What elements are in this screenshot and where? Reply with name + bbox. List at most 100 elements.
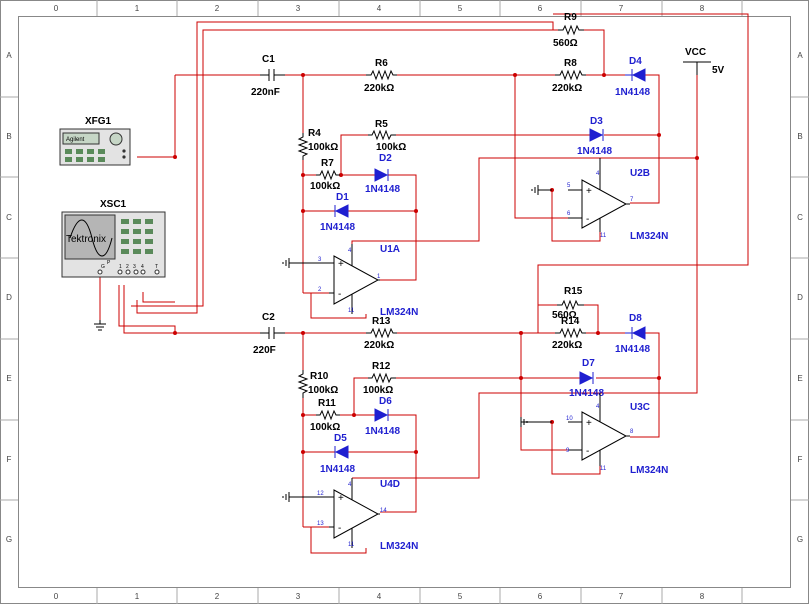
row-label-right: G [797, 535, 803, 544]
u2b-pin: 7 [630, 197, 634, 203]
col-label-top: 7 [619, 4, 624, 13]
opamp-u4d[interactable]: + - 4 12 13 14 11 U4D LM324N [310, 478, 418, 552]
xfg1-label: XFG1 [85, 116, 112, 127]
u1a-pin: 11 [348, 308, 355, 314]
resistor-r4[interactable]: R4 100kΩ [297, 128, 338, 160]
r7-ref: R7 [321, 158, 334, 169]
r4-value: 100kΩ [308, 142, 338, 153]
diode-d3[interactable]: D3 1N4148 [577, 116, 612, 157]
u2b-pin: 6 [567, 211, 571, 217]
row-label-left: G [6, 535, 12, 544]
opamp-u1a[interactable]: + - 4 3 2 1 11 U1A LM324N [310, 244, 418, 318]
d1-part: 1N4148 [320, 222, 355, 233]
u2b-part: LM324N [630, 231, 668, 242]
resistor-r7[interactable]: R7 100kΩ [310, 158, 340, 192]
c1-ref: C1 [262, 54, 275, 65]
col-label-bottom: 8 [700, 592, 705, 601]
diode-d5[interactable]: D5 1N4148 [320, 433, 355, 475]
diode-d2[interactable]: D2 1N4148 [365, 153, 400, 195]
col-label-top: 5 [458, 4, 463, 13]
u2b-pin: 5 [567, 183, 571, 189]
xsc1-pin-label: G [101, 264, 105, 270]
r10-value: 100kΩ [308, 385, 338, 396]
xsc1-pin-label: 1 [119, 264, 122, 270]
row-label-right: B [797, 132, 802, 141]
d6-part: 1N4148 [365, 426, 400, 437]
resistor-r9[interactable]: R9 560Ω [553, 12, 584, 49]
d5-part: 1N4148 [320, 464, 355, 475]
col-label-bottom: 6 [538, 592, 543, 601]
col-label-top: 2 [215, 4, 220, 13]
row-label-left: F [7, 455, 12, 464]
junction-dots [173, 73, 699, 454]
diode-d6[interactable]: D6 1N4148 [365, 396, 400, 437]
row-label-left: B [6, 132, 11, 141]
r5-ref: R5 [375, 119, 388, 130]
xsc1-label: XSC1 [100, 199, 127, 210]
u3c-pin: 10 [566, 416, 573, 422]
u4d-pin: 11 [348, 542, 355, 548]
u2b-plus: + [586, 186, 592, 197]
diode-d1[interactable]: D1 1N4148 [320, 192, 355, 233]
u1a-pin: 2 [318, 287, 322, 293]
u1a-minus: - [338, 289, 341, 300]
u4d-pin: 13 [317, 521, 324, 527]
col-label-top: 6 [538, 4, 543, 13]
ground-symbol [531, 185, 552, 195]
u4d-pin: 12 [317, 491, 324, 497]
resistor-r14[interactable]: R14 220kΩ [552, 316, 586, 351]
d3-ref: D3 [590, 116, 603, 127]
resistor-r15[interactable]: R15 560Ω [552, 286, 584, 321]
resistor-r8[interactable]: R8 220kΩ [552, 58, 586, 94]
col-label-bottom: 5 [458, 592, 463, 601]
row-label-left: C [6, 213, 12, 222]
diode-d8[interactable]: D8 1N4148 [615, 313, 650, 355]
vcc-supply[interactable]: VCC 5V [683, 47, 725, 76]
function-generator-xfg1[interactable]: XFG1 Agilent [59, 116, 131, 166]
u2b-minus: - [586, 214, 589, 225]
d8-ref: D8 [629, 313, 642, 324]
col-label-bottom: 3 [296, 592, 301, 601]
c2-ref: C2 [262, 312, 275, 323]
u3c-pin: 4 [596, 404, 600, 410]
capacitor-c2[interactable]: C2 220F [253, 312, 285, 356]
sheet-inner-border [18, 16, 791, 588]
opamp-u2b[interactable]: + - 4 5 6 7 11 U2B LM324N [567, 158, 668, 242]
resistor-r11[interactable]: R11 100kΩ [310, 398, 340, 433]
opamp-u3c[interactable]: + - 4 10 9 8 11 U3C LM324N [566, 393, 668, 476]
row-label-right: C [797, 213, 803, 222]
u1a-pin: 4 [348, 248, 352, 254]
r13-ref: R13 [372, 316, 391, 327]
r8-value: 220kΩ [552, 83, 582, 94]
d6-ref: D6 [379, 396, 392, 407]
diode-d7[interactable]: D7 1N4148 [569, 358, 604, 399]
u4d-pin: 14 [380, 508, 387, 514]
r6-value: 220kΩ [364, 83, 394, 94]
r14-ref: R14 [561, 316, 580, 327]
resistor-r12[interactable]: R12 100kΩ [363, 361, 396, 396]
d7-ref: D7 [582, 358, 595, 369]
diode-d4[interactable]: D4 1N4148 [615, 56, 650, 98]
col-label-top: 8 [700, 4, 705, 13]
r12-ref: R12 [372, 361, 391, 372]
c1-value: 220nF [251, 87, 280, 98]
col-label-bottom: 4 [377, 592, 382, 601]
oscilloscope-xsc1[interactable]: XSC1 Tektronix G P 1 2 3 4 T [61, 199, 166, 278]
row-label-left: D [6, 293, 12, 302]
row-label-right: E [797, 374, 802, 383]
ground-symbol [94, 320, 106, 331]
capacitor-c1[interactable]: C1 220nF [251, 54, 285, 98]
resistor-r13[interactable]: R13 220kΩ [364, 316, 397, 351]
d4-ref: D4 [629, 56, 642, 67]
resistor-r10[interactable]: R10 100kΩ [297, 370, 338, 398]
r10-ref: R10 [310, 371, 329, 382]
vcc-value: 5V [712, 65, 725, 76]
r9-value: 560Ω [553, 38, 578, 49]
ground-symbol [520, 417, 552, 427]
u4d-plus: + [338, 493, 344, 504]
resistor-r6[interactable]: R6 220kΩ [364, 58, 397, 94]
resistor-r5[interactable]: R5 100kΩ [368, 119, 406, 153]
col-label-top: 0 [54, 4, 59, 13]
col-label-top: 4 [377, 4, 382, 13]
